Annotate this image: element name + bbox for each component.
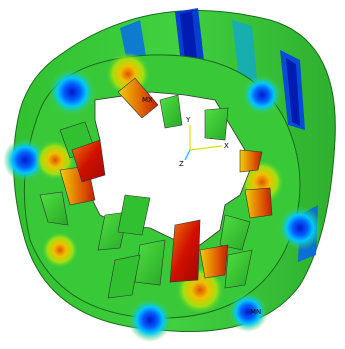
stator-teeth bbox=[39, 77, 273, 299]
axis-y-label: Y bbox=[185, 116, 191, 124]
axis-z-line bbox=[184, 149, 191, 161]
min-marker-label: MN bbox=[250, 308, 261, 316]
axis-x-line bbox=[189, 145, 223, 151]
axis-x-label: X bbox=[224, 142, 229, 150]
axis-z-label: Z bbox=[179, 160, 184, 168]
axis-triad: Y X Z bbox=[179, 116, 229, 168]
max-marker-label: MX bbox=[142, 96, 153, 104]
